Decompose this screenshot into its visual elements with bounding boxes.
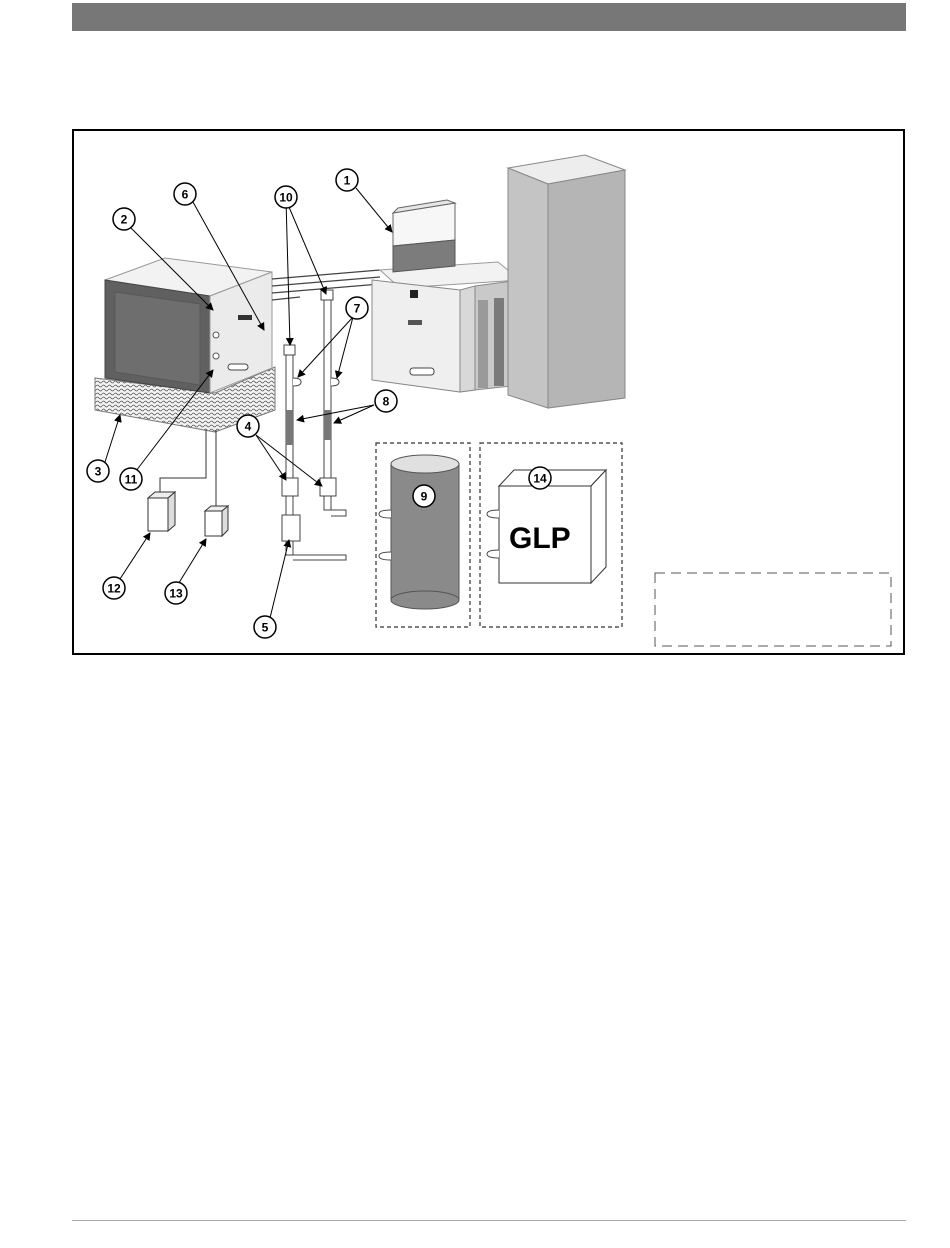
svg-text:11: 11 [125,473,138,487]
svg-text:7: 7 [354,302,361,316]
legend-box [655,573,891,646]
return-duct [508,155,625,408]
callout-14: 14 [529,467,551,489]
callout-13: 13 [165,582,187,604]
svg-text:4: 4 [245,420,252,434]
indoor-unit [372,262,520,392]
svg-text:14: 14 [533,472,547,486]
disconnect-box-12 [148,492,175,531]
svg-text:13: 13 [169,587,183,601]
disconnect-box-13 [205,506,228,536]
callout-10: 10 [275,186,297,208]
callout-1: 1 [336,169,358,191]
stub-left [293,378,301,386]
water-heater-tank [379,455,459,609]
svg-text:5: 5 [262,621,269,635]
callout-8: 8 [375,390,397,412]
svg-text:1: 1 [344,174,351,188]
svg-text:8: 8 [383,395,390,409]
svg-text:10: 10 [279,191,293,205]
svg-text:12: 12 [107,582,121,596]
callout-3: 3 [87,460,109,482]
callout-5: 5 [254,616,276,638]
stub-right [331,378,339,386]
filter-drier [282,515,300,541]
callout-9: 9 [413,485,435,507]
outdoor-unit [95,258,275,432]
callout-7: 7 [346,297,368,319]
svg-text:9: 9 [421,490,428,504]
glp-label: GLP [509,522,571,555]
svg-text:2: 2 [121,213,128,227]
callout-2: 2 [113,208,135,230]
footer-rule [72,1220,906,1221]
callout-4: 4 [237,415,259,437]
valve-right [320,478,336,496]
callout-11: 11 [120,468,142,490]
callout-6: 6 [174,183,196,205]
supply-plenum [393,200,455,272]
callout-12: 12 [103,577,125,599]
svg-text:3: 3 [95,465,102,479]
valve-left [282,478,298,496]
svg-text:6: 6 [182,188,189,202]
